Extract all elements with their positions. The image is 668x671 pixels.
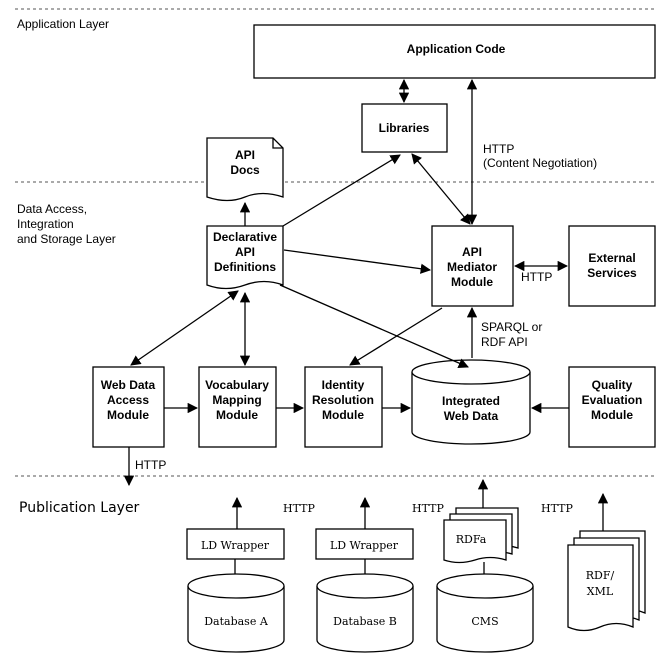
rdf-xml-label-line-1: RDF/	[586, 569, 615, 582]
rdfa-documents	[443, 507, 519, 564]
database-b-cylinder	[316, 573, 414, 653]
external-services-box	[568, 225, 656, 307]
data-access-layer-label-line-1: Data Access,	[17, 202, 87, 216]
application-code-label: Application Code	[407, 42, 506, 56]
integrated-web-data-label-line-2: Web Data	[444, 409, 499, 423]
http-publication-label-3: HTTP	[541, 502, 573, 515]
arrow-declarative-integrated-data	[279, 284, 469, 369]
http-web-data-label: HTTP	[135, 458, 166, 472]
cms-cylinder	[436, 573, 534, 653]
data-access-layer-label-line-3: and Storage Layer	[17, 232, 116, 246]
application-layer-label: Application Layer	[17, 17, 109, 31]
declarative-api-definitions-document	[206, 225, 284, 290]
external-services-label-line-1: External	[588, 251, 635, 265]
database-b-label: Database B	[333, 615, 397, 628]
api-docs-label-line-2: Docs	[230, 163, 260, 177]
identity-resolution-module-box	[304, 366, 383, 448]
libraries-label: Libraries	[379, 121, 430, 135]
rdfa-label: RDFa	[456, 533, 487, 546]
vocabulary-mapping-label-line-3: Module	[216, 408, 258, 422]
web-data-access-label-line-3: Module	[107, 408, 149, 422]
rdf-xml-documents	[567, 530, 646, 632]
declarative-api-label-line-3: Definitions	[214, 260, 276, 274]
web-data-access-label-line-2: Access	[107, 393, 149, 407]
identity-resolution-label-line-1: Identity	[322, 378, 365, 392]
api-docs-label-line-1: API	[235, 148, 255, 162]
quality-evaluation-module-box	[568, 366, 656, 448]
sparql-label-line-2: RDF API	[481, 335, 528, 349]
declarative-api-label-line-1: Declarative	[213, 230, 277, 244]
database-a-label: Database A	[204, 615, 269, 628]
http-publication-label-2: HTTP	[412, 502, 444, 515]
http-external-label: HTTP	[521, 270, 552, 284]
vocabulary-mapping-label-line-2: Mapping	[212, 393, 261, 407]
database-a-cylinder	[187, 573, 285, 653]
libraries-box	[361, 103, 448, 153]
integrated-web-data-cylinder	[411, 359, 531, 445]
ld-wrapper-b-label: LD Wrapper	[330, 539, 399, 552]
publication-layer-label: Publication Layer	[19, 500, 140, 516]
identity-resolution-label-line-2: Resolution	[312, 393, 374, 407]
application-code-box	[253, 24, 656, 79]
api-mediator-label-line-1: API	[462, 245, 482, 259]
external-services-label-line-2: Services	[587, 266, 637, 280]
ld-wrapper-a-label: LD Wrapper	[201, 539, 270, 552]
api-docs-document	[206, 137, 284, 202]
vocabulary-mapping-module-box	[198, 366, 277, 448]
http-publication-label-1: HTTP	[283, 502, 315, 515]
api-docs-fold	[272, 138, 283, 149]
sparql-label-line-1: SPARQL or	[481, 320, 542, 334]
data-access-layer-label-line-2: Integration	[17, 217, 74, 231]
arrow-libraries-api-mediator	[411, 153, 471, 225]
arrow-declarative-libraries	[282, 154, 401, 227]
cms-label: CMS	[471, 615, 498, 628]
quality-evaluation-label-line-3: Module	[591, 408, 633, 422]
rdf-xml-label-line-2: XML	[587, 585, 614, 598]
arrow-declarative-api-mediator	[283, 249, 432, 274]
http-content-label-line-2: (Content Negotiation)	[483, 156, 597, 170]
vocabulary-mapping-label-line-1: Vocabulary	[205, 378, 269, 392]
api-mediator-module-box	[431, 225, 514, 307]
identity-resolution-label-line-3: Module	[322, 408, 364, 422]
api-mediator-label-line-2: Mediator	[447, 260, 497, 274]
arrow-declarative-web-data-access	[130, 290, 239, 366]
web-data-access-label-line-1: Web Data	[101, 378, 156, 392]
arrow-api-mediator-identity-resolution	[349, 307, 443, 366]
http-content-label-line-1: HTTP	[483, 142, 514, 156]
integrated-web-data-label-line-1: Integrated	[442, 394, 500, 408]
quality-evaluation-label-line-1: Quality	[592, 378, 633, 392]
api-mediator-label-line-3: Module	[451, 275, 493, 289]
declarative-api-label-line-2: API	[235, 245, 255, 259]
quality-evaluation-label-line-2: Evaluation	[582, 393, 643, 407]
